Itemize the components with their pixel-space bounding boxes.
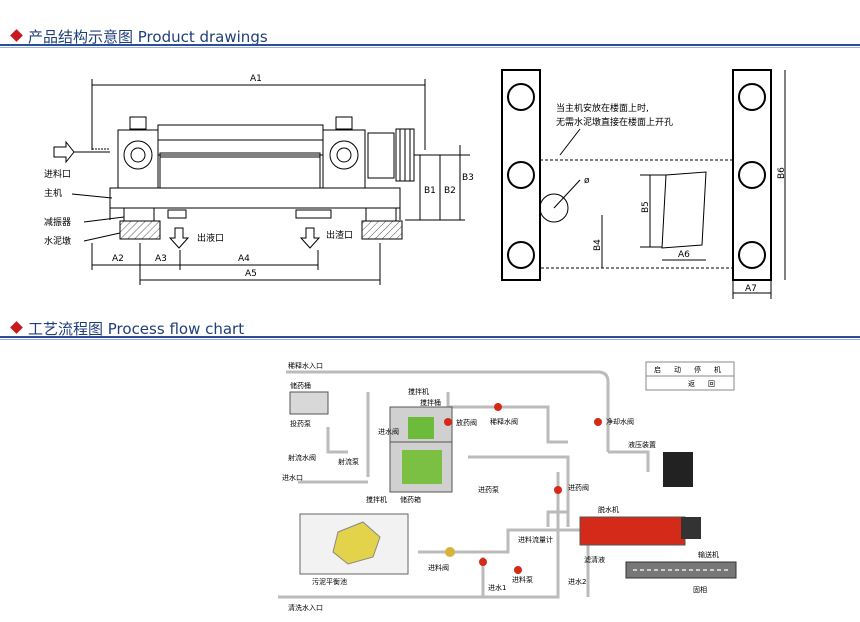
ctrl-start: 启 [654, 365, 661, 374]
ctrl-ret: 返 [688, 380, 695, 388]
dim-A5: A5 [245, 269, 257, 279]
label-dilution-inlet: 稀释水入口 [288, 361, 323, 370]
label-inlet-valve: 进水阀 [378, 427, 399, 436]
header-rule [0, 336, 860, 338]
label-mixer-top: 搅拌机 [408, 387, 429, 396]
label-reagent-box: 储药箱 [400, 495, 421, 504]
label-liquid-outlet: 出液口 [197, 232, 224, 244]
diamond-bullet-icon [10, 29, 23, 42]
ctrl-mach: 机 [714, 365, 721, 374]
dim-A7: A7 [745, 284, 757, 294]
ctrl-stop: 停 [694, 365, 701, 374]
label-feed-inlet: 进料口 [44, 168, 71, 180]
label-jet-valve: 射流水阀 [288, 453, 316, 462]
header-rule-thin [0, 47, 860, 48]
label-inlet-valve-2: 进药阀 [568, 483, 589, 492]
label-mixing-tank: 搅拌桶 [420, 398, 441, 407]
diamond-bullet-icon [10, 321, 23, 334]
dim-B5: B5 [641, 201, 651, 213]
section-header-process: 工艺流程图 Process flow chart [0, 316, 860, 340]
dim-B3: B3 [462, 173, 474, 183]
dim-B4: B4 [593, 239, 603, 251]
label-feed-meter: 进料流量计 [518, 535, 553, 544]
label-bin: 固相 [693, 585, 707, 594]
ctrl-move: 动 [674, 365, 681, 374]
foundation-plan-drawing: ø B5 A6 B4 B6 A7 当主机安放在楼面上时, 无需水泥墩直接在楼面上… [501, 69, 787, 299]
section-title-product: 产品结构示意图 Product drawings [28, 28, 268, 46]
note-line-1: 当主机安放在楼面上时, [556, 102, 649, 114]
section-header-product: 产品结构示意图 Product drawings [0, 24, 860, 48]
label-dose-pump: 进药泵 [478, 485, 499, 494]
label-clean-valve: 净却水阀 [606, 417, 634, 426]
dim-A6: A6 [678, 250, 690, 260]
label-jet-pump: 射流泵 [338, 457, 359, 466]
dim-B1: B1 [424, 186, 436, 196]
dim-A1: A1 [250, 74, 262, 84]
dim-phi: ø [584, 176, 590, 186]
label-clear-inlet: 清洗水入口 [288, 603, 323, 612]
machine-side-drawing: A1 进料口 主机 减振器 水泥墩 出液口 出渣口 B1 B2 [44, 74, 474, 285]
label-feed-pump: 进料泵 [512, 575, 533, 584]
section-title-process: 工艺流程图 Process flow chart [28, 320, 245, 338]
label-dewater: 脱水机 [598, 505, 619, 514]
label-dosing-valve: 放药阀 [456, 418, 477, 427]
label-dosing-pump: 投药泵 [290, 419, 311, 428]
process-flow-diagram: 启 动 停 机 返 回 稀释水入口 储药桶 投药泵 搅拌机 搅拌桶 进水阀 放药… [278, 361, 737, 612]
label-water-in: 进水口 [282, 473, 303, 482]
label-sludge-tank: 污泥平衡池 [312, 577, 347, 586]
dim-A2: A2 [112, 254, 124, 264]
dim-A3: A3 [155, 254, 167, 264]
label-dilution-valve: 稀释水阀 [490, 417, 518, 426]
label-hydraulic: 液压装置 [628, 440, 656, 449]
label-main-unit: 主机 [44, 187, 62, 199]
label-cement-pier: 水泥墩 [44, 235, 71, 247]
label-slag-outlet: 出渣口 [326, 229, 353, 241]
dim-A4: A4 [238, 254, 250, 264]
dim-B6: B6 [777, 167, 787, 179]
label-mixer-sludge: 搅拌机 [366, 495, 387, 504]
label-feed-valve: 进料阀 [428, 563, 449, 572]
label-conveyor: 输送机 [698, 550, 719, 559]
label-storage-tank: 储药桶 [290, 381, 311, 390]
ctrl-back: 回 [708, 380, 715, 388]
header-rule-thin [0, 339, 860, 340]
label-in-1: 进水1 [488, 583, 506, 592]
note-line-2: 无需水泥墩直接在楼面上开孔 [556, 116, 673, 128]
label-damper: 减振器 [44, 216, 71, 228]
label-in-2: 进水2 [568, 577, 586, 586]
header-rule [0, 44, 860, 46]
label-filtrate: 滤清液 [584, 555, 605, 564]
dim-B2: B2 [444, 186, 456, 196]
